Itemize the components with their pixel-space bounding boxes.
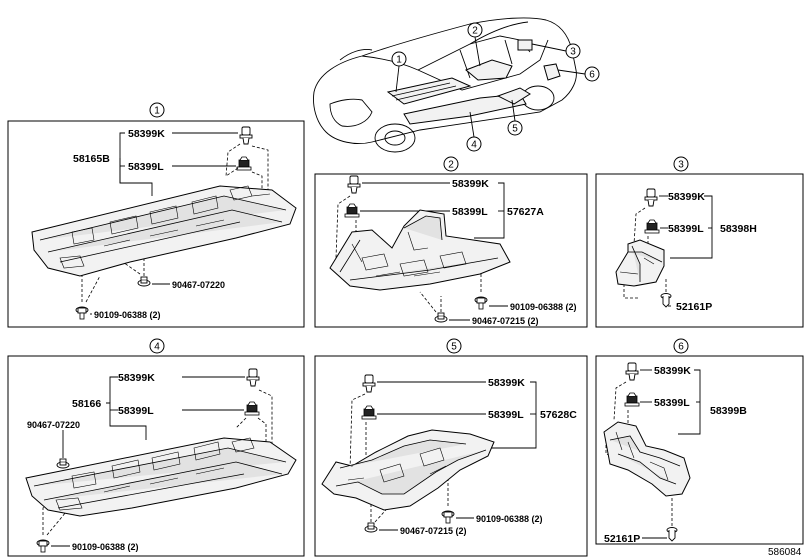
label-57627A: 57627A [507,206,544,218]
panel-4-number: 4 [154,342,160,353]
label-58398H: 58398H [720,223,757,235]
label-58165B: 58165B [73,153,110,165]
label-58399L-p6: 58399L [654,397,690,409]
panel-6-number: 6 [678,342,684,353]
panel-3: 3 58399K 58399L 58398H 52161P [595,156,804,328]
reference-number: 586084 [768,547,802,558]
label-90467-07220-p4: 90467-07220 [27,420,80,430]
panel-3-number: 3 [678,160,684,171]
car-callouts: 1 2 3 4 5 6 [391,22,600,152]
label-58399K-p3: 58399K [668,191,705,203]
label-90109-06388-p4: 90109-06388 (2) [72,542,139,552]
label-90109-06388-p2: 90109-06388 (2) [510,302,577,312]
panel-5: 5 58399K 58399L 57628C 90109-06388 (2) 9… [314,338,588,557]
vehicle-illustration [313,17,577,153]
label-58166: 58166 [72,398,101,410]
label-90109-06388-p1: 90109-06388 (2) [94,310,161,320]
label-58399B: 58399B [710,405,747,417]
label-58399L-p4: 58399L [118,405,154,417]
callout-2: 2 [472,26,478,37]
panel-2-number: 2 [448,160,454,171]
panel-6: 6 58399K 58399L 58399B 52161P [595,338,804,545]
callout-5: 5 [512,124,518,135]
label-90467-07215-p2: 90467-07215 (2) [472,316,539,326]
label-52161P-p6: 52161P [604,533,640,545]
panel-1-number: 1 [154,106,160,117]
label-58399K-p5: 58399K [488,377,525,389]
panel-4: 4 58399K 58166 58399L 90467-07220 90109-… [7,338,305,557]
callout-3: 3 [570,47,576,58]
label-58399L-p1: 58399L [128,161,164,173]
label-58399K-p6: 58399K [654,365,691,377]
panel-5-number: 5 [451,342,457,353]
label-58399K-p4: 58399K [118,372,155,384]
panel-1: 1 58399K 58165B 58399L 90467-07220 [7,102,305,328]
label-90467-07215-p5: 90467-07215 (2) [400,526,467,536]
label-90109-06388-p5: 90109-06388 (2) [476,514,543,524]
callout-4: 4 [471,140,477,151]
label-58399L-p2: 58399L [452,206,488,218]
label-90467-07220-p1: 90467-07220 [172,280,225,290]
callout-6: 6 [589,70,595,81]
label-58399K-p2: 58399K [452,178,489,190]
callout-1: 1 [396,55,402,66]
label-52161P-p3: 52161P [676,301,712,313]
panel-2: 2 58399K 58399L 57627A 90109-06388 (2) 9… [314,156,588,328]
label-58399L-p5: 58399L [488,409,524,421]
label-58399L-p3: 58399L [668,223,704,235]
label-57628C: 57628C [540,409,577,421]
label-58399K-p1: 58399K [128,128,165,140]
